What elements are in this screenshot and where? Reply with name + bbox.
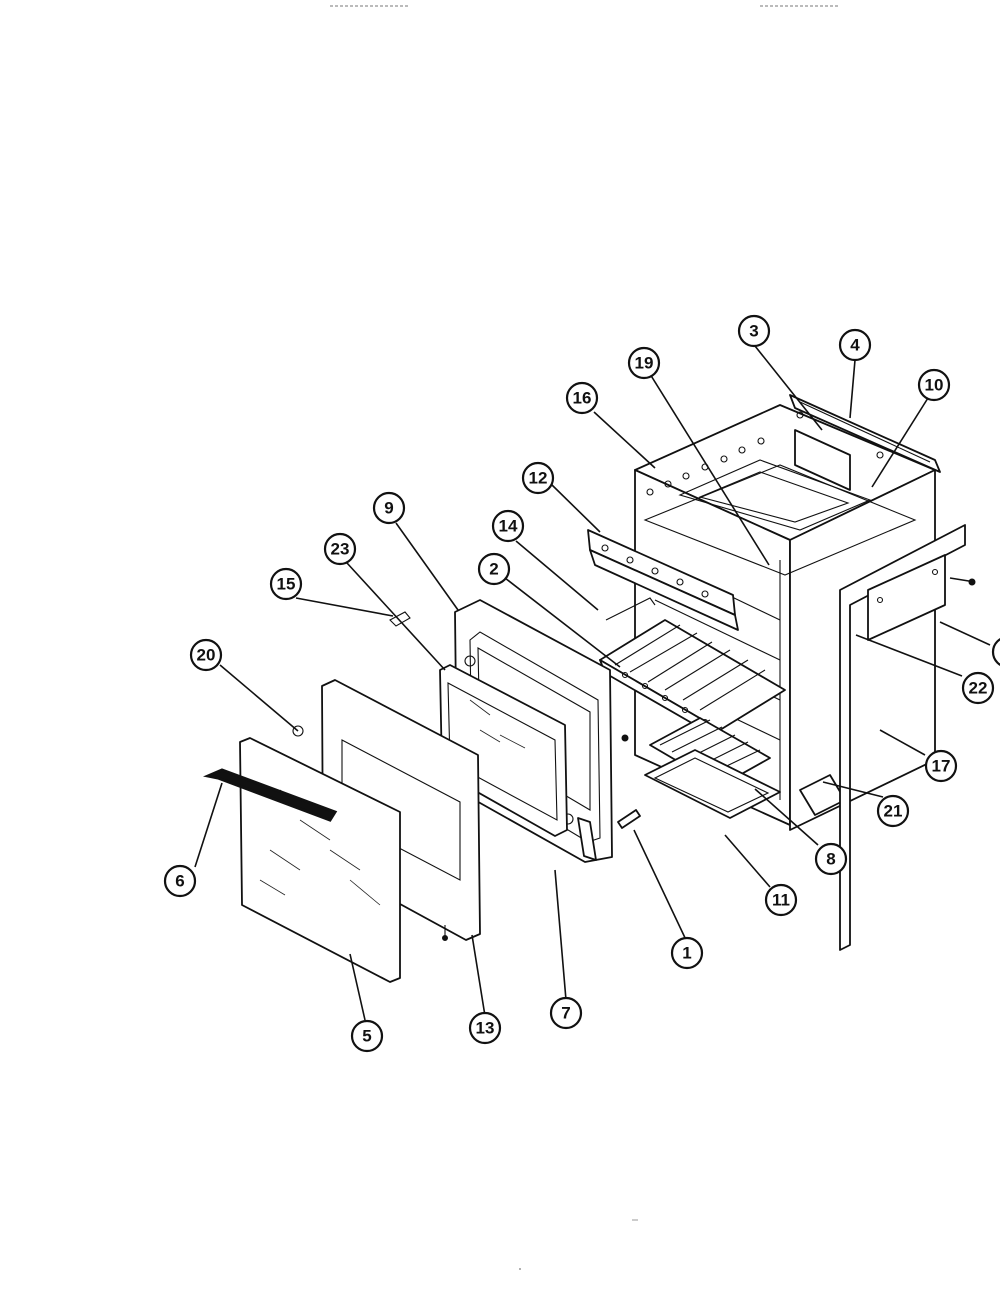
callout-label: 9 [384,499,393,518]
callout-17: 17 [924,749,958,783]
callout-15: 15 [269,567,303,601]
stray-marks [519,1219,638,1270]
callout-7: 7 [549,996,583,1030]
callout-21: 21 [876,794,910,828]
leader-lines [194,345,991,1021]
callout-label: 1 [682,944,691,963]
callout-label: 6 [175,872,184,891]
callout-label: 10 [925,376,944,395]
side-panel [839,524,976,951]
callout-1: 1 [670,936,704,970]
callout-16: 16 [565,381,599,415]
callout-label: 21 [884,802,903,821]
callout-22: 22 [961,671,995,705]
callout-8: 8 [814,842,848,876]
callout-23: 23 [323,532,357,566]
callout-14: 14 [491,509,525,543]
callout-4: 4 [838,328,872,362]
broil-pan [644,717,781,819]
callout-label: 2 [489,560,498,579]
callout-label: 4 [850,336,860,355]
oven-rack [599,597,786,731]
callout-label: 11 [772,891,790,910]
callout-label: 15 [277,575,296,594]
callout-19: 19 [627,346,661,380]
callout-label: 7 [561,1004,570,1023]
callout-label: 20 [197,646,216,665]
callout-label: 14 [499,517,518,536]
callout-label: 8 [826,850,835,869]
door-handle [202,768,338,822]
callout-cutoff [991,638,1000,666]
callout-3: 3 [737,314,771,348]
callout-9: 9 [372,491,406,525]
outer-door-glass [202,611,411,983]
callout-11: 11 [764,883,798,917]
callout-label: 3 [749,322,758,341]
callout-label: 23 [331,540,350,559]
callout-5: 5 [350,1019,384,1053]
callout-label: 13 [476,1019,495,1038]
rack-bracket [587,529,739,631]
callout-label: 19 [635,354,654,373]
callout-label: 22 [969,679,988,698]
callout-12: 12 [521,461,555,495]
callout-13: 13 [468,1011,502,1045]
top-vent-and-bracket [789,394,941,491]
callout-label: 17 [932,757,951,776]
callout-20: 20 [189,638,223,672]
callout-6: 6 [163,864,197,898]
callout-label: 5 [362,1027,371,1046]
callout-2: 2 [477,552,511,586]
callout-label: 12 [529,469,548,488]
callout-10: 10 [917,368,951,402]
callout-label: 16 [573,389,592,408]
